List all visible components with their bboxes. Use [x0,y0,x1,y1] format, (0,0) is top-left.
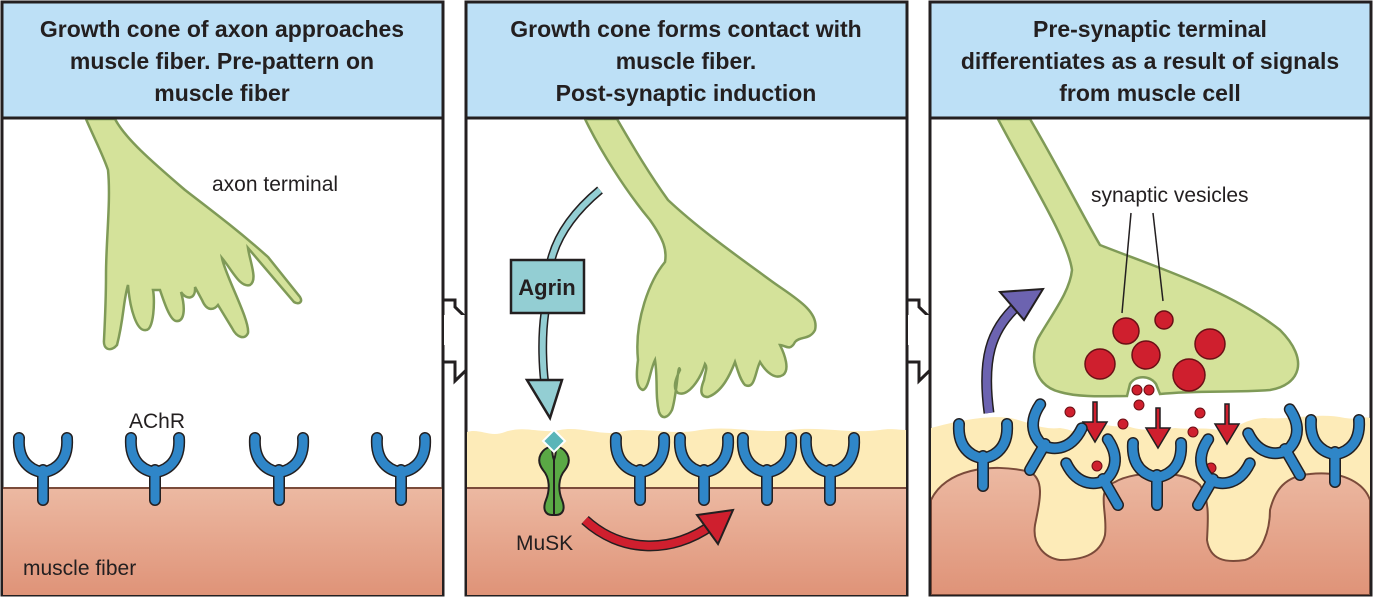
release-arrows [1081,401,1241,450]
vesicle-callout-line [1121,212,1132,314]
panel-2-title-line-2: muscle fiber. [616,48,757,74]
signal-arrowhead-icon [695,508,735,546]
vesicle [1131,340,1161,370]
agrin-bound-icon [541,428,567,454]
down-arrow-icon [1144,407,1172,450]
vesicle [1084,348,1116,380]
vesicle-callout-line [1152,212,1164,302]
panel-3-title-line-1: Pre-synaptic terminal [1033,16,1267,42]
muscle-fiber-label: muscle fiber [23,557,136,580]
panel-1: Growth cone of axon approaches muscle fi… [0,0,445,597]
panel-1-title-line-1: Growth cone of axon approaches [40,16,404,42]
axon-terminal-growth-cone [583,119,817,419]
agrin-box [509,258,586,315]
panel-2-title-line-1: Growth cone forms contact with [510,16,861,42]
vesicle [1112,317,1140,345]
achr-label: AChR [129,410,185,433]
vesicle [1172,358,1206,392]
panel-3-header [928,0,1373,120]
retrograde-arrowhead-icon [997,287,1045,322]
vesicle [1194,328,1226,360]
axon-terminal-growth-cone [84,119,303,351]
panel-1-header [0,0,445,120]
synaptic-vesicles [1084,310,1226,392]
synaptic-vesicles-label: synaptic vesicles [1091,184,1249,207]
agrin-label: Agrin [518,275,575,300]
panel-3-title-line-2: differentiates as a result of signals [961,48,1339,74]
muscle-fiber [931,466,1370,595]
panel-2-header [464,0,909,120]
agrin-arrowhead-icon [524,378,564,422]
down-arrow-icon [1213,403,1241,446]
panel-1-title-line-3: muscle fiber [154,80,290,106]
panel-3: synaptic vesicles Pre-synaptic terminal … [928,0,1373,597]
panel-2-title-line-3: Post-synaptic induction [556,80,817,106]
panel-2: Agrin MuSK Growth cone forms contact wit… [464,0,909,597]
muscle-fiber [3,488,442,595]
panel-3-title-line-3: from muscle cell [1059,80,1241,106]
axon-terminal-label: axon terminal [212,173,338,196]
musk-receptor [538,428,570,516]
down-arrow-icon [1081,401,1109,444]
vesicle [1154,310,1174,330]
panel-1-title-line-2: muscle fiber. Pre-pattern on [70,48,374,74]
presynaptic-terminal [996,119,1300,398]
musk-label: MuSK [516,532,573,555]
